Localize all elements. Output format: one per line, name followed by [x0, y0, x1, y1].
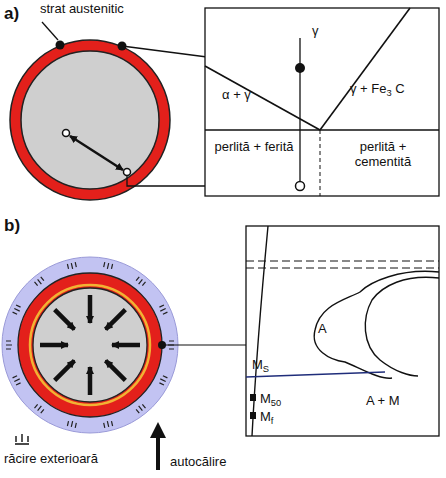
temperature-label: M50	[260, 392, 281, 409]
phase-label: γ	[312, 24, 319, 39]
phase-label: A	[318, 322, 327, 337]
spray-symbol	[159, 375, 168, 385]
spray-symbol	[13, 305, 22, 315]
cooling-arrow	[112, 343, 140, 348]
spray-symbol	[6, 341, 12, 349]
phase-label: perlită + ferită	[214, 140, 294, 155]
spray-symbol	[13, 375, 22, 385]
temperature-label: Mf	[260, 410, 273, 427]
spray-symbol	[103, 262, 112, 270]
spray-symbol	[103, 420, 112, 428]
layer-label: strat austenitic	[40, 2, 124, 17]
panel-letter: b)	[4, 216, 20, 236]
cooling-arrow	[40, 343, 68, 348]
spray-symbol	[136, 277, 146, 287]
phase-label: A + M	[366, 394, 400, 409]
cooling-arrow	[88, 367, 93, 395]
process-label: autocălire	[170, 455, 226, 470]
spray-symbol	[136, 403, 146, 413]
legend-text: răcire exterioară	[4, 452, 98, 467]
cooling-arrow	[106, 361, 126, 381]
spray-symbol	[67, 420, 76, 428]
panel-letter: a)	[4, 4, 19, 24]
temperature-label: MS	[252, 358, 269, 375]
spray-symbol	[67, 262, 76, 270]
phase-label: γ + Fe3 C	[350, 82, 405, 99]
spray-symbol	[34, 403, 44, 413]
spray-symbol	[159, 305, 168, 315]
cooling-arrow	[106, 310, 126, 330]
cooling-arrow	[88, 295, 93, 323]
cooling-arrow	[55, 361, 75, 381]
phase-label: α + γ	[222, 88, 251, 103]
phase-label: perlită + cementită	[338, 140, 428, 170]
cooling-arrow	[55, 310, 75, 330]
spray-symbol	[34, 277, 44, 287]
